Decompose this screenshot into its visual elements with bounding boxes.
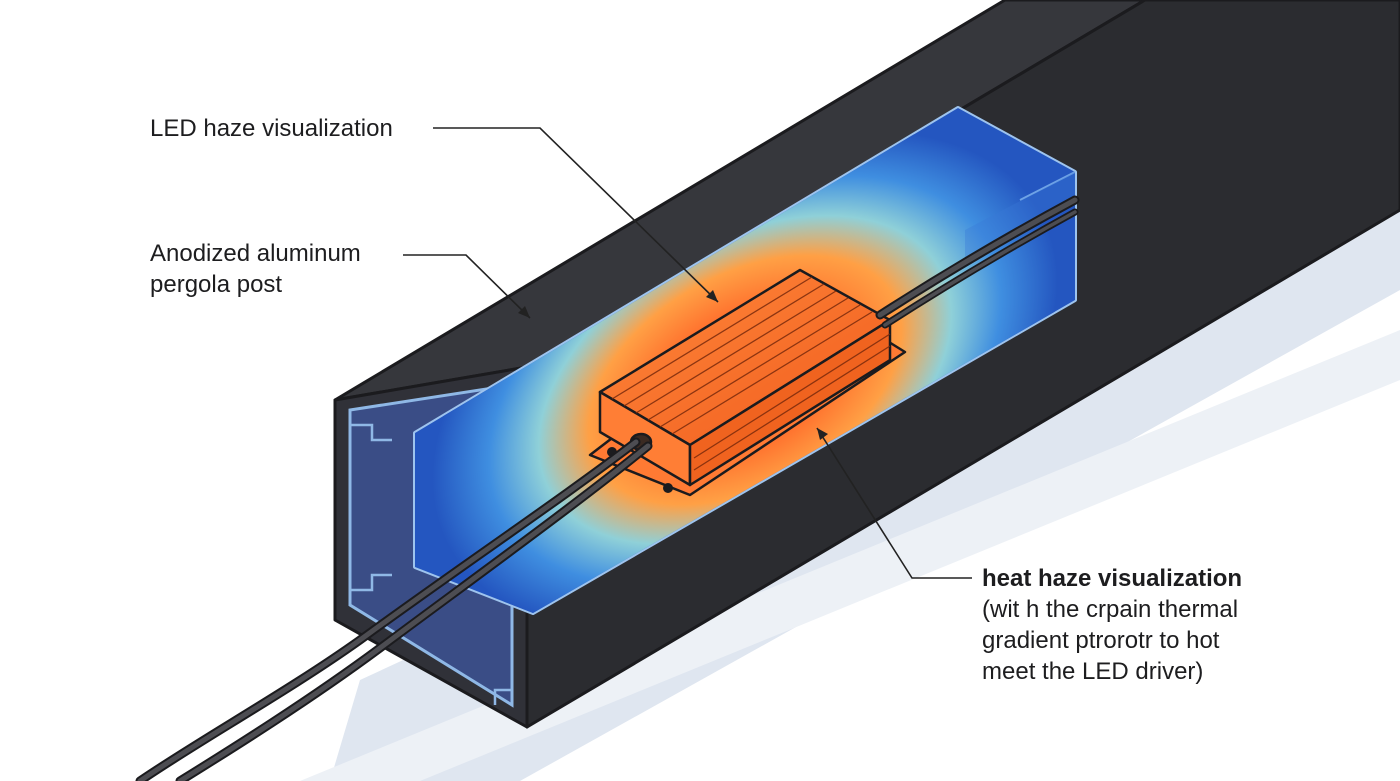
aluminum-post-label: Anodized aluminum pergola post [150,238,361,300]
heat-label-line-1: (wit h the crpain thermal [982,596,1239,623]
leader-heat [816,427,972,579]
heat-label-title: heat haze visualization [982,565,1243,592]
led-haze-label: LED haze visualization [150,113,393,144]
extrusion-groove-right [493,688,512,705]
led-haze-label-text: LED haze visualization [150,115,393,142]
led-driver [588,268,907,497]
leader-led-haze [433,127,719,303]
heat-haze-label: heat haze visualization (wit h the crpai… [982,563,1242,687]
leader-arrowheads [518,290,828,440]
post-label-line-2: pergola post [150,271,283,298]
heat-label-line-2: gradient ptrorotr to hot [982,627,1220,654]
leader-post [403,254,531,319]
post-label-line-1: Anodized aluminum [150,240,361,267]
extrusion-groove-lower [350,573,392,592]
power-cables [135,195,1080,781]
heat-label-line-3: meet the LED driver) [982,658,1204,685]
extrusion-groove [350,423,392,442]
leader-lines [403,127,972,579]
